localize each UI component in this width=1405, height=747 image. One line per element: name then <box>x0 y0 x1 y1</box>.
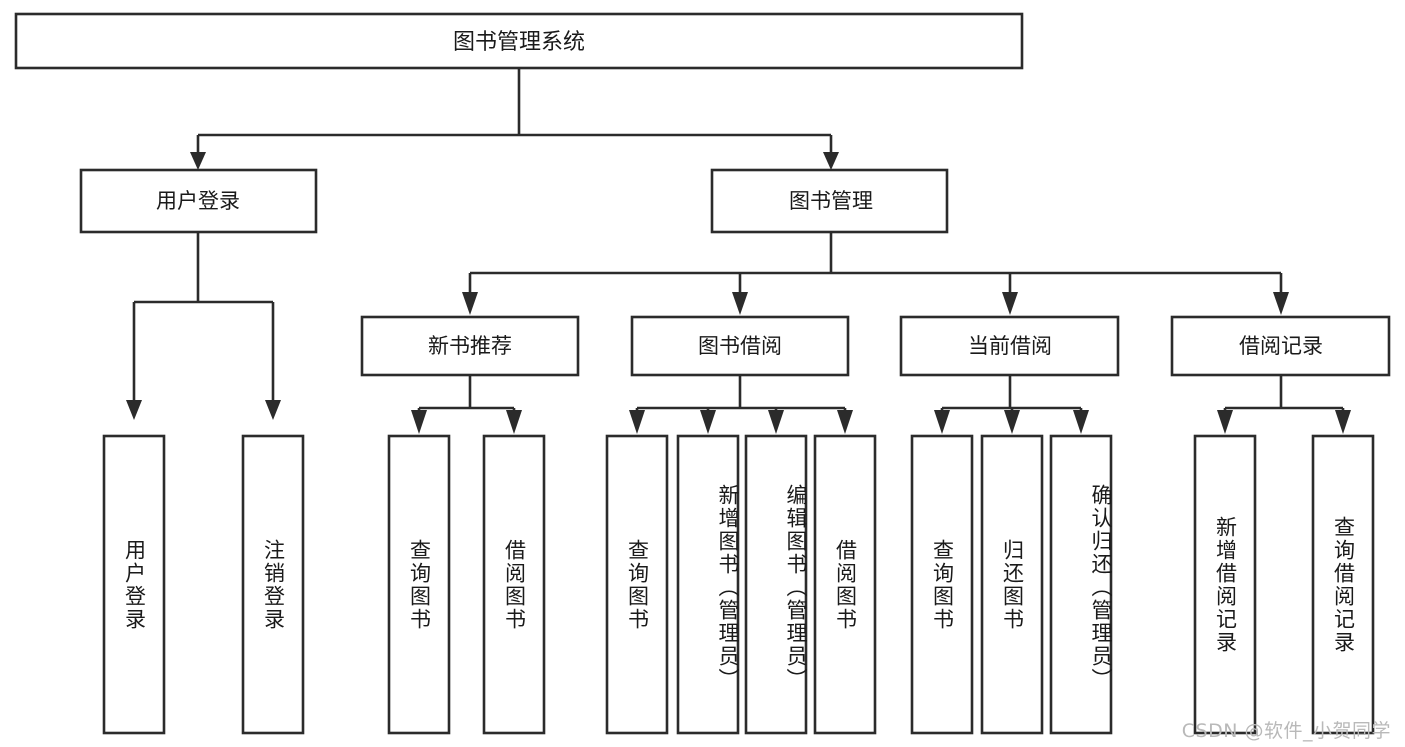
arrow-head-icon <box>411 410 427 434</box>
connector-records-to-leaves <box>1217 375 1351 434</box>
arrow-head-icon <box>1073 410 1089 434</box>
node-new-book-recommend[interactable]: 新书推荐 <box>360 315 580 377</box>
connector-bookmgmt-to-level2 <box>462 232 1289 315</box>
arrow-head-icon <box>1002 292 1018 315</box>
arrow-head-icon <box>823 152 839 170</box>
arrow-head-icon <box>837 410 853 434</box>
arrow-head-icon <box>190 152 206 170</box>
node-leaf-box[interactable] <box>1049 434 1113 735</box>
connector-root-to-level1 <box>190 68 839 170</box>
arrow-head-icon <box>265 400 281 420</box>
node-current-borrow[interactable]: 当前借阅 <box>899 315 1120 377</box>
connector-borrow-to-leaves <box>629 375 853 434</box>
connector-current-to-leaves <box>934 375 1089 434</box>
arrow-head-icon <box>1004 410 1020 434</box>
node-leaf-box[interactable] <box>241 434 305 735</box>
node-leaf-box[interactable] <box>605 434 669 735</box>
node-leaf-box[interactable] <box>102 434 166 735</box>
node-book-management[interactable]: 图书管理 <box>710 168 949 234</box>
node-leaf-box[interactable] <box>980 434 1044 735</box>
node-new-book-recommend-label: 新书推荐 <box>428 334 512 358</box>
arrow-head-icon <box>1273 292 1289 315</box>
node-root[interactable]: 图书管理系统 <box>14 12 1024 70</box>
node-user-login-label: 用户登录 <box>156 189 240 213</box>
node-book-management-label: 图书管理 <box>789 189 873 213</box>
arrow-head-icon <box>126 400 142 420</box>
arrow-head-icon <box>700 410 716 434</box>
arrow-head-icon <box>1335 410 1351 434</box>
arrow-head-icon <box>629 410 645 434</box>
node-leaf-box[interactable] <box>387 434 451 735</box>
arrow-head-icon <box>506 410 522 434</box>
node-leaf-box[interactable] <box>676 434 740 735</box>
node-leaf-box[interactable] <box>482 434 546 735</box>
arrow-head-icon <box>934 410 950 434</box>
arrow-head-icon <box>768 410 784 434</box>
connector-userlogin-to-leaves <box>126 232 281 420</box>
arrow-head-icon <box>1217 410 1233 434</box>
arrow-head-icon <box>462 292 478 315</box>
node-leaf-box[interactable] <box>744 434 808 735</box>
node-leaf-box[interactable] <box>1193 434 1257 735</box>
node-leaf-box[interactable] <box>910 434 974 735</box>
node-user-login[interactable]: 用户登录 <box>79 168 318 234</box>
connector-newbook-to-leaves <box>411 375 522 434</box>
node-leaf-box[interactable] <box>1311 434 1375 735</box>
node-leaf-box[interactable] <box>813 434 877 735</box>
node-book-borrow-label: 图书借阅 <box>698 334 782 358</box>
node-borrow-records-label: 借阅记录 <box>1239 334 1323 358</box>
node-borrow-records[interactable]: 借阅记录 <box>1170 315 1391 377</box>
watermark: CSDN @软件_小贺同学 <box>1181 720 1391 742</box>
node-book-borrow[interactable]: 图书借阅 <box>630 315 850 377</box>
arrow-head-icon <box>732 292 748 315</box>
node-current-borrow-label: 当前借阅 <box>968 334 1052 358</box>
node-root-label: 图书管理系统 <box>453 30 585 55</box>
